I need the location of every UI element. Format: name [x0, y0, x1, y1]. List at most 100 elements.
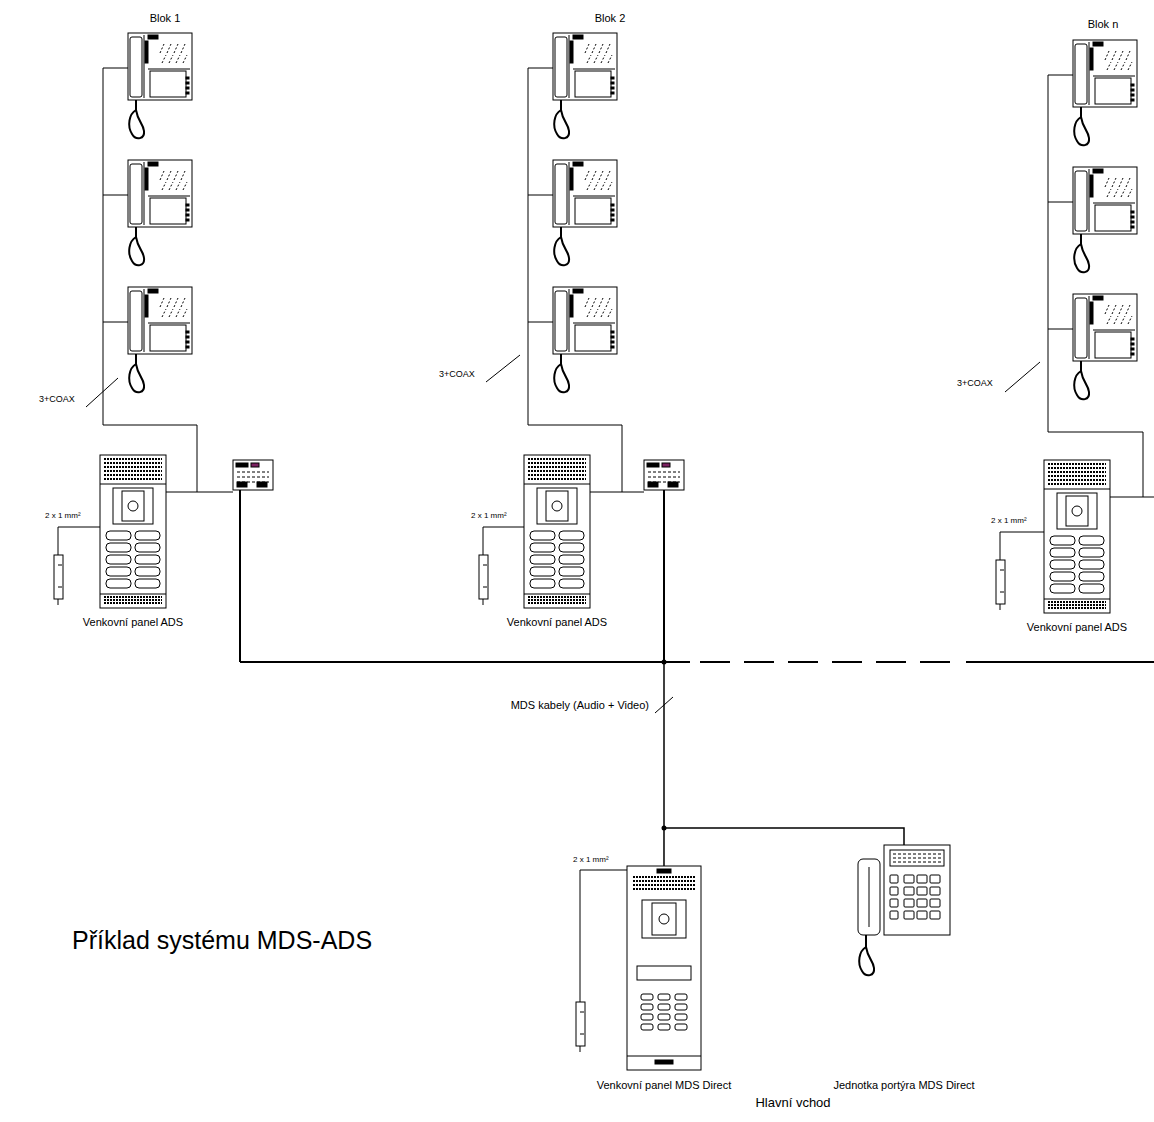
wire: [1128, 316, 1132, 324]
call-button: [1050, 548, 1075, 557]
call-button: [135, 543, 160, 552]
wire: [608, 55, 612, 63]
wire: [1048, 75, 1073, 76]
wire: [587, 309, 591, 317]
monitor-lower-panel: [150, 198, 186, 224]
monitor-side-bar: [1090, 302, 1093, 324]
wire: [599, 44, 603, 53]
function-key: [890, 899, 898, 907]
wire: [580, 870, 627, 871]
equipment-node: Venkovní panel MDS Direct: [592, 866, 737, 1092]
wire: [601, 182, 605, 190]
wire: [585, 44, 589, 53]
monitor-lower-panel: [150, 71, 186, 97]
wire: [1048, 604, 1106, 606]
lock-body: [996, 560, 1005, 604]
wire: [1093, 76, 1135, 77]
wire: [148, 69, 190, 70]
call-button: [1079, 572, 1104, 581]
video-monitor: [1073, 167, 1137, 272]
handset-cord: [554, 354, 569, 392]
monitor-side-bar: [570, 295, 573, 317]
wire: [483, 527, 524, 528]
wire: [486, 355, 520, 382]
wire: [524, 594, 590, 595]
monitor-top-bar: [148, 162, 158, 166]
panel-body: [100, 455, 166, 608]
call-button: [530, 579, 555, 588]
wire: [176, 309, 180, 317]
monitor-button: [186, 336, 189, 338]
annotation-label: MDS kabely (Audio + Video): [510, 699, 650, 712]
monitor-handset: [130, 291, 142, 351]
monitor-button: [1131, 343, 1134, 345]
wire: [893, 858, 941, 859]
video-monitor: [128, 160, 192, 265]
call-button: [135, 531, 160, 540]
annotation-label: Hlavní vchod: [754, 1096, 831, 1111]
wire: [569, 162, 570, 225]
wire: [104, 458, 162, 460]
wire: [1107, 316, 1111, 324]
wire: [58, 565, 62, 566]
wire: [1089, 296, 1090, 359]
wire: [1089, 169, 1090, 232]
call-button: [1079, 548, 1104, 557]
wire: [167, 171, 171, 180]
call-button: [559, 567, 584, 576]
handset-cord: [129, 227, 144, 265]
wire: [580, 1034, 584, 1035]
distributor-mark: [662, 463, 670, 467]
wire: [1000, 592, 1004, 593]
annotation-label: Blok 1: [149, 12, 182, 25]
unit-display: [890, 850, 944, 866]
wire: [1114, 316, 1118, 324]
keypad-key: [641, 994, 653, 1000]
panel-bottom-mark: [655, 1060, 673, 1064]
distributor-terminal: [648, 482, 658, 487]
wire: [1119, 305, 1123, 314]
outdoor-panel-ads: [524, 455, 590, 608]
distributor-mark: [647, 463, 659, 467]
distributor-unit: [233, 460, 273, 490]
annotation-label: 2 x 1 mm²: [572, 855, 610, 864]
keypad-key: [917, 887, 927, 895]
wire: [237, 477, 269, 478]
monitor-handset: [555, 291, 567, 351]
wire: [58, 587, 62, 588]
camera-window: [546, 491, 568, 521]
door-lock: [996, 532, 1044, 610]
monitor-button: [611, 331, 614, 333]
keypad-key: [904, 887, 914, 895]
wire: [169, 55, 173, 63]
call-button: [1079, 584, 1104, 593]
distributor-mark: [236, 463, 248, 467]
lock-body: [54, 555, 63, 599]
wire: [103, 322, 128, 323]
equipment-node: Venkovní panel ADS: [1022, 460, 1132, 634]
wire: [162, 309, 166, 317]
monitor-top-bar: [573, 35, 583, 39]
annotation-label: 2 x 1 mm²: [990, 516, 1028, 525]
call-button: [530, 567, 555, 576]
keypad-key: [917, 899, 927, 907]
call-button: [106, 531, 131, 540]
monitor-lower-panel: [150, 325, 186, 351]
monitor-body: [128, 287, 192, 354]
wire: [1093, 203, 1135, 204]
monitor-button: [611, 77, 614, 79]
wire: [893, 862, 941, 863]
wire: [1121, 189, 1125, 197]
monitor-handset: [555, 164, 567, 224]
handset: [858, 859, 880, 935]
wire: [103, 68, 104, 425]
door-lock: [479, 527, 524, 605]
call-button: [1079, 560, 1104, 569]
wire: [648, 472, 680, 473]
camera-lens: [1072, 506, 1082, 516]
lock-body: [479, 555, 488, 599]
wire: [1128, 189, 1132, 197]
distributor-mark: [251, 463, 259, 467]
wire: [663, 490, 665, 662]
